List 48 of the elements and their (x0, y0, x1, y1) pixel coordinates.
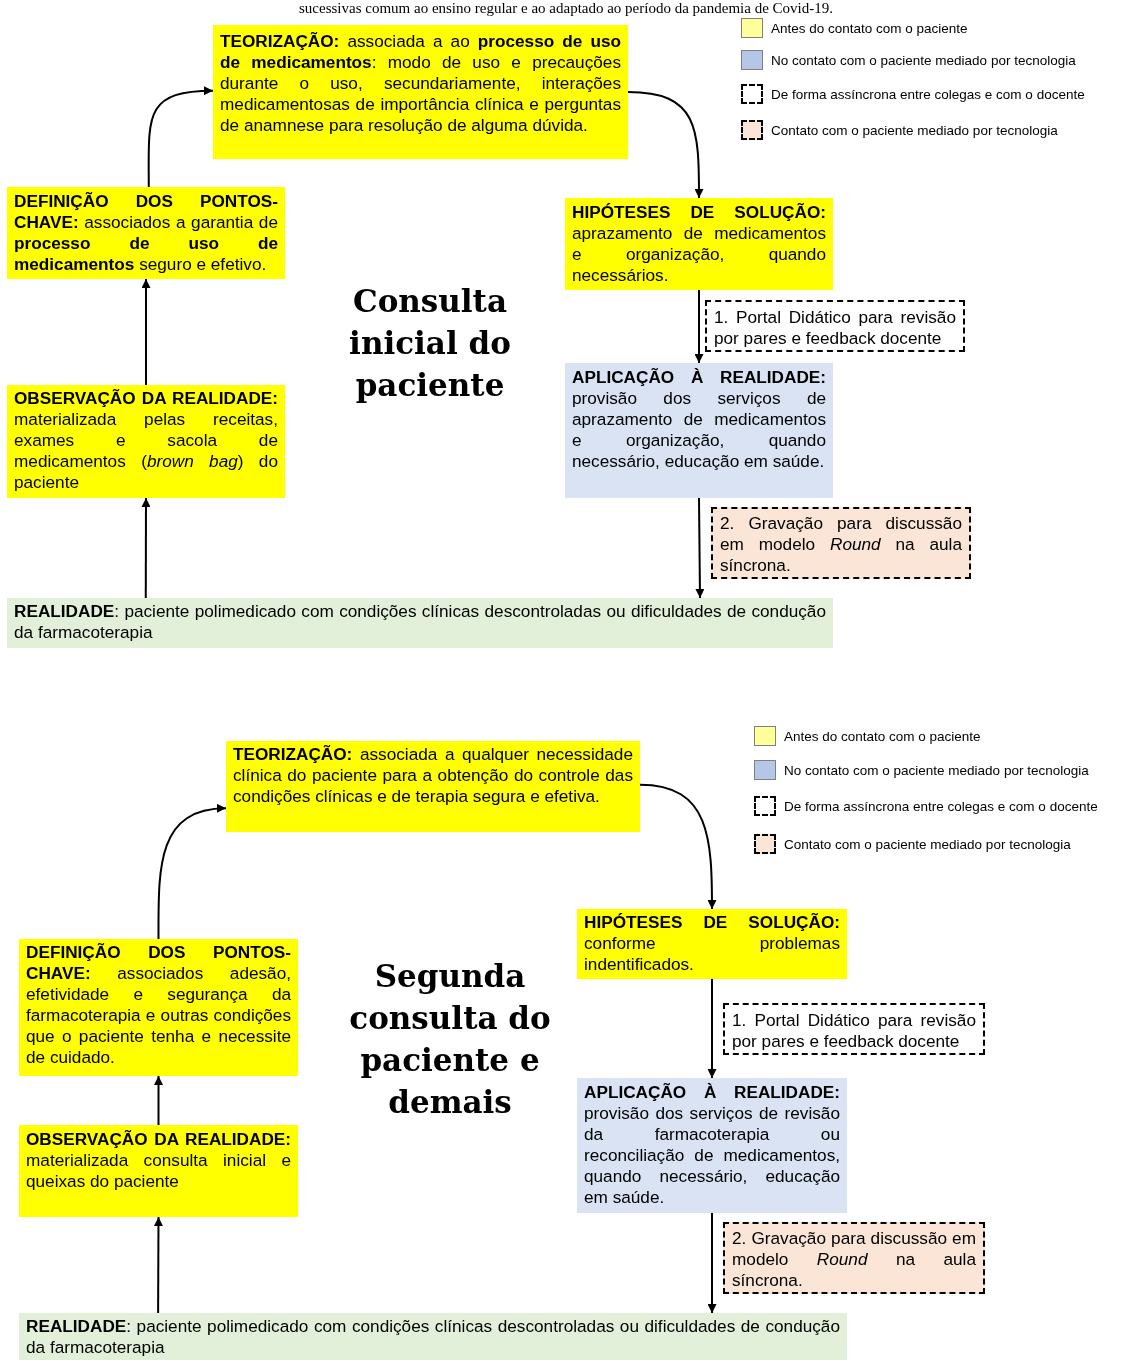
box-text: 1. Portal Didático para revisão por pares e feedback docente (714, 307, 956, 349)
legend-text: Antes do contato com o paciente (784, 728, 981, 744)
legend-text: Contato com o paciente mediado por tecnologia (784, 836, 1071, 852)
note-box (723, 1003, 985, 1055)
box-text: REALIDADE: paciente polimedicado com condições clínicas descontroladas ou dificuldades de condução da farmacoterapia (26, 1316, 840, 1358)
arrow (153, 1216, 163, 1314)
arrow (154, 1075, 163, 1126)
arrow (147, 86, 214, 188)
box-text: HIPÓTESES DE SOLUÇÃO: conforme problemas indentificados. (584, 912, 840, 975)
box-text: OBSERVAÇÃO DA REALIDADE: materializada pelas receitas, exames e sacola de medicamentos (brown bag) do paciente (14, 388, 278, 493)
stage-box (565, 363, 833, 498)
arrow (141, 497, 151, 599)
legend-text: Contato com o paciente mediado por tecnologia (771, 122, 1058, 138)
stage-box (213, 25, 628, 159)
arrow (694, 289, 704, 364)
center-label: Segunda consulta do paciente e demais (348, 957, 552, 1122)
box-text: TEORIZAÇÃO: associada a qualquer necessidade clínica do paciente para a obtenção do controle das condições clínicas e de terapia segura e efetiva. (233, 744, 633, 807)
arrow (627, 91, 704, 199)
box-text: TEORIZAÇÃO: associada a ao processo de uso de medicamentos: modo de uso e precauções durante o uso, secundariamente, interações medicamentosas de importância clínica e perguntas de anamnese para resolução de alguma dúvida. (220, 31, 621, 136)
box-text: 2. Gravação para discussão em modelo Round na aula síncrona. (732, 1228, 976, 1291)
box-text: 1. Portal Didático para revisão por pares e feedback docente (732, 1010, 976, 1052)
arrow (707, 978, 717, 1079)
note-box (705, 300, 965, 352)
box-text: OBSERVAÇÃO DA REALIDADE: materializada consulta inicial e queixas do paciente (26, 1129, 291, 1192)
stage-box (226, 741, 640, 832)
legend-text: No contato com o paciente mediado por tecnologia (771, 52, 1076, 68)
note-box (711, 507, 971, 579)
box-text: HIPÓTESES DE SOLUÇÃO: aprazamento de medicamentos e organização, quando necessários. (572, 202, 826, 286)
stage-box (19, 1125, 298, 1217)
caption-text: sucessivas comum ao ensino regular e ao adaptado ao período da pandemia de Covid-19. (298, 0, 834, 17)
arrow (695, 497, 705, 599)
box-text: REALIDADE: paciente polimedicado com condições clínicas descontroladas ou dificuldades de condução da farmacoterapia (14, 601, 826, 643)
box-text: APLICAÇÃO À REALIDADE: provisão dos serviços de aprazamento de medicamentos e organização, quando necessário, educação em saúde. (572, 367, 826, 472)
reality-box (7, 598, 833, 648)
box-text: DEFINIÇÃO DOS PONTOS-CHAVE: associados adesão, efetividade e segurança da farmacoterapia e outras condições que o paciente tenha e necessite de cuidado. (26, 942, 291, 1068)
arrow (639, 783, 717, 910)
box-text: DEFINIÇÃO DOS PONTOS-CHAVE: associados a garantia de processo de uso de medicamentos seguro e efetivo. (14, 191, 278, 275)
legend-text: De forma assíncrona entre colegas e com o docente (771, 86, 1085, 102)
arrow (157, 804, 227, 940)
arrow (141, 278, 151, 386)
legend-text: De forma assíncrona entre colegas e com o docente (784, 798, 1098, 814)
legend-text: Antes do contato com o paciente (771, 20, 968, 36)
legend-text: No contato com o paciente mediado por tecnologia (784, 762, 1089, 778)
note-box (723, 1222, 985, 1294)
center-label: Consulta inicial do paciente (348, 282, 512, 405)
box-text: APLICAÇÃO À REALIDADE: provisão dos serviços de revisão da farmacoterapia ou reconciliação de medicamentos, quando necessário, educação em saúde. (584, 1082, 840, 1208)
arrow (707, 1212, 717, 1314)
box-text: 2. Gravação para discussão em modelo Round na aula síncrona. (720, 513, 962, 576)
